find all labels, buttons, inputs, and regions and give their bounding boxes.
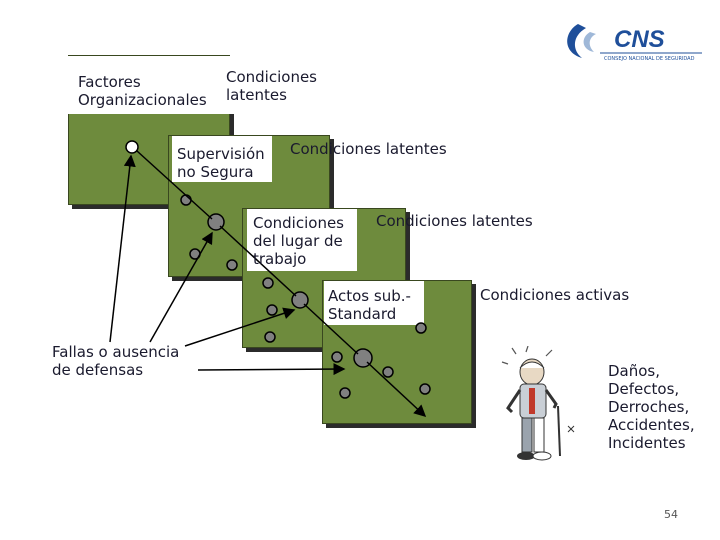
label-supervision-no-segura: Supervisión no Segura — [177, 145, 265, 181]
cns-swoosh-icon — [567, 24, 702, 58]
label-actos-sub-standard: Actos sub.- Standard — [328, 287, 411, 323]
label-condiciones-activas: Condiciones activas — [480, 286, 630, 304]
hole — [339, 387, 351, 399]
label-condiciones-latentes-2: Condiciones latentes — [290, 140, 447, 158]
label-factores-organizacionales: Factores Organizacionales — [78, 73, 207, 109]
hole — [125, 140, 139, 154]
label-condiciones-lugar-trabajo: Condiciones del lugar de trabajo — [253, 214, 344, 268]
label-box-4 — [324, 281, 424, 325]
logo-text: CNS — [614, 26, 665, 53]
label-outcomes: Daños, Defectos, Derroches, Accidentes, … — [608, 362, 695, 452]
hole — [419, 383, 431, 395]
label-box-2 — [172, 136, 272, 182]
hole — [264, 331, 276, 343]
injured-person-icon — [501, 345, 575, 461]
label-condiciones-latentes-3: Condiciones latentes — [376, 212, 533, 230]
hole — [382, 366, 394, 378]
hole — [226, 259, 238, 271]
label-fallas-defensas: Fallas o ausencia de defensas — [52, 343, 180, 379]
logo-subtitle: CONSEJO NACIONAL DE SEGURIDAD — [604, 56, 695, 62]
hole — [266, 304, 278, 316]
injured-worker-illustration — [496, 345, 588, 466]
hole — [262, 277, 274, 289]
label-box-1 — [68, 56, 290, 114]
cns-logo: CNS CONSEJO NACIONAL DE SEGURIDAD — [560, 18, 710, 68]
hole — [180, 194, 192, 206]
hole — [331, 351, 343, 363]
label-box-3 — [247, 209, 357, 271]
page-number: 54 — [664, 508, 678, 521]
label-condiciones-latentes-1: Condiciones latentes — [226, 68, 317, 104]
hole — [415, 322, 427, 334]
